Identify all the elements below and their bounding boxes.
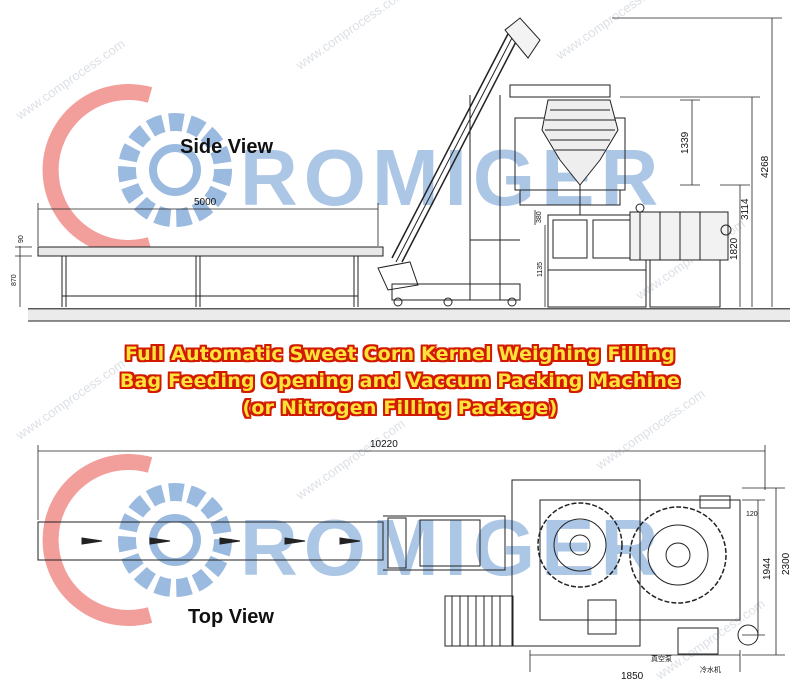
rotary-bag-packer — [547, 203, 732, 308]
watermark-logo-bottom — [42, 454, 232, 626]
dim-weigher-height: 1339 — [680, 131, 691, 154]
dim-total-length: 10220 — [370, 439, 398, 450]
top-infeed-conveyor — [37, 515, 506, 571]
title-line-2: Bag Feeding Opening and Vaccum Packing M… — [119, 370, 681, 392]
ground-line — [28, 308, 790, 322]
top-dimension-lines — [37, 445, 785, 672]
side-view-drawing — [15, 17, 790, 322]
top-rotary-machines — [537, 495, 759, 655]
top-view-drawing — [37, 445, 785, 672]
watermark-brand-bottom: ROMIGER — [240, 503, 664, 592]
watermark-logo-top — [42, 84, 232, 256]
watermark-url: www.comprocess.com — [552, 0, 667, 63]
dim-discharge-height: 1135 — [537, 262, 544, 277]
watermark-url: www.comprocess.com — [292, 0, 407, 73]
dim-total-width: 2300 — [781, 552, 792, 575]
title-line-1: Full Automatic Sweet Corn Kernel Weighin… — [124, 343, 676, 365]
dim-packer-height: 1820 — [729, 237, 740, 260]
dim-conveyor-thickness: 90 — [18, 235, 25, 243]
dim-conveyor-length: 5000 — [194, 197, 217, 208]
dim-offset: 120 — [746, 511, 758, 518]
side-view-label: Side View — [180, 136, 274, 158]
top-view-label: Top View — [188, 606, 274, 628]
dim-total-height: 4268 — [760, 155, 771, 178]
dim-machine-length: 1850 — [621, 671, 644, 682]
dim-machine-width: 1944 — [762, 557, 773, 580]
side-dimension-lines — [15, 17, 782, 307]
label-vacuum-pump: 真空泵 — [651, 654, 672, 663]
multihead-weigher — [509, 84, 626, 215]
infeed-conveyor — [37, 246, 384, 307]
dim-platform-height: 3114 — [740, 198, 751, 220]
top-platform-stairs — [444, 479, 641, 647]
label-chiller: 冷水机 — [700, 665, 721, 674]
watermark-url: www.comprocess.com — [292, 416, 407, 503]
inclined-bucket-elevator — [377, 17, 541, 307]
title-line-3: (or Nitrogen Filling Package) — [242, 397, 558, 419]
dim-small: 380 — [536, 211, 543, 223]
dim-conveyor-height: 870 — [11, 274, 18, 286]
